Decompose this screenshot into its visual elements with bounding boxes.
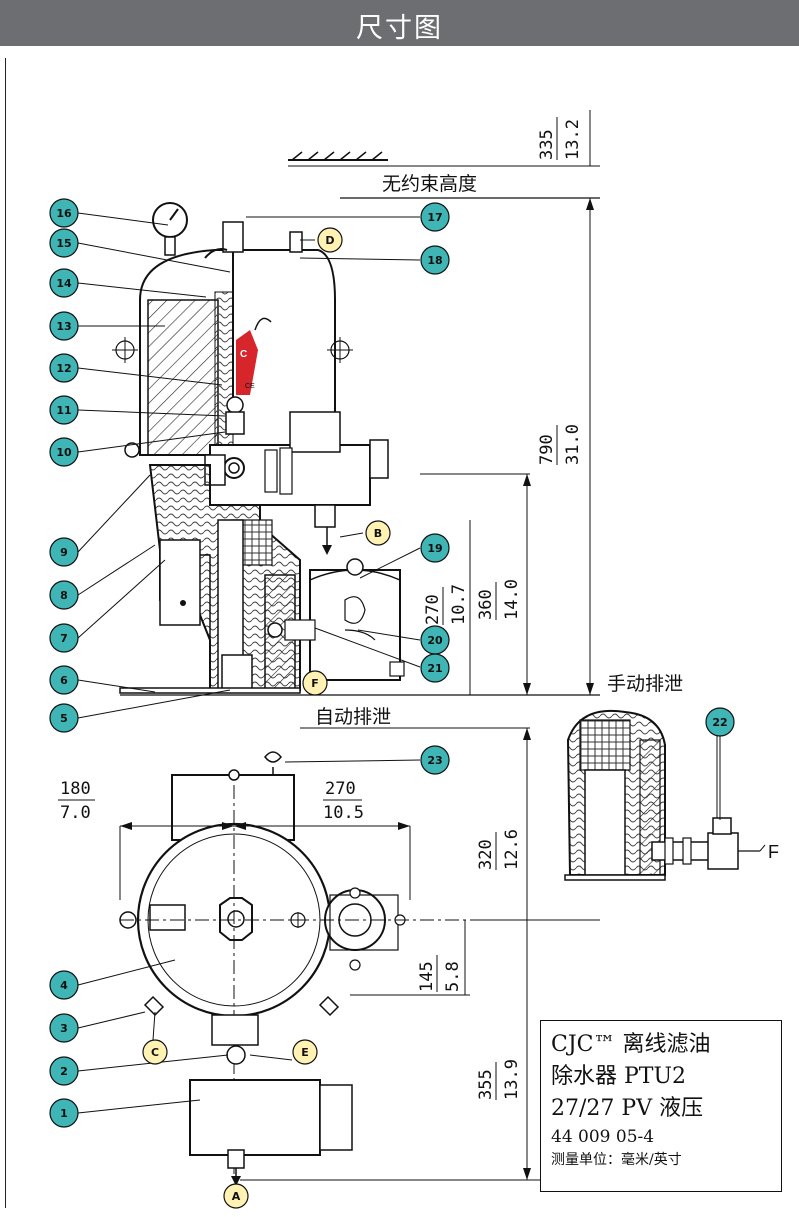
svg-text:E: E [301, 1046, 309, 1059]
port-d: D [317, 227, 343, 253]
port-b: B [365, 520, 391, 546]
callouts: 1 2 3 4 5 6 7 8 9 10 11 12 13 14 15 16 1… [49, 198, 735, 1128]
svg-text:C: C [240, 349, 247, 360]
dim-180: 180 [60, 779, 91, 799]
callout-6: 6 [49, 665, 79, 695]
svg-text:22: 22 [712, 716, 727, 729]
port-f: F [302, 670, 328, 696]
svg-text:8: 8 [60, 589, 68, 602]
unconstrained-height-label: 无约束高度 [382, 173, 477, 195]
callout-9: 9 [49, 537, 79, 567]
dim-10-5: 10.5 [323, 803, 364, 823]
svg-text:F: F [311, 677, 319, 690]
dim-320: 320 [476, 839, 496, 870]
auto-drain-label: 自动排泄 [315, 706, 391, 728]
svg-text:1: 1 [60, 1107, 68, 1120]
callout-4: 4 [49, 970, 79, 1000]
callout-7: 7 [49, 623, 79, 653]
svg-text:6: 6 [60, 674, 68, 687]
svg-text:14: 14 [56, 277, 72, 290]
callout-14: 14 [49, 268, 79, 298]
ceiling-hatch [288, 151, 600, 167]
svg-text:15: 15 [56, 237, 71, 250]
svg-text:19: 19 [427, 542, 442, 555]
callout-5: 5 [49, 703, 79, 733]
callout-18: 18 [420, 245, 450, 275]
page-title: 尺寸图 [356, 13, 443, 44]
dim-355: 355 [476, 1069, 496, 1100]
dim-31-0: 31.0 [563, 424, 583, 465]
svg-text:18: 18 [427, 254, 442, 267]
svg-text:2: 2 [60, 1065, 68, 1078]
port-markers: A B C D E F [142, 227, 391, 1209]
filter-housing-top [119, 751, 470, 1186]
filter-housing-side: C CE [112, 202, 405, 694]
dim-335: 335 [537, 129, 557, 160]
dim-145: 145 [417, 961, 437, 992]
callout-2: 2 [49, 1056, 79, 1086]
dim-270-h: 270 [325, 779, 356, 799]
dim-13-9: 13.9 [502, 1059, 522, 1100]
left-frame-line [5, 58, 6, 1208]
leader-lines [77, 212, 721, 1114]
callout-20: 20 [420, 625, 450, 655]
svg-text:23: 23 [427, 754, 442, 767]
svg-text:20: 20 [427, 634, 443, 647]
svg-text:11: 11 [56, 404, 71, 417]
svg-text:5: 5 [60, 712, 68, 725]
product-info-box: CJC™ 离线滤油 除水器 PTU2 27/27 PV 液压 44 009 05… [540, 1020, 782, 1192]
svg-text:CE: CE [245, 383, 255, 390]
product-name-line1: CJC™ 离线滤油 [551, 1032, 711, 1057]
manual-drain-detail [564, 709, 766, 881]
callout-8: 8 [49, 580, 79, 610]
svg-text:9: 9 [60, 546, 68, 559]
port-e: E [292, 1039, 318, 1065]
svg-text:7: 7 [60, 632, 68, 645]
callout-10: 10 [49, 437, 79, 467]
callout-17: 17 [420, 202, 450, 232]
callout-11: 11 [49, 395, 79, 425]
svg-text:10: 10 [56, 446, 72, 459]
dim-10-7: 10.7 [449, 584, 469, 625]
f-port-label: F [768, 842, 779, 862]
callout-19: 19 [420, 533, 450, 563]
svg-text:4: 4 [60, 979, 68, 992]
dim-12-6: 12.6 [502, 829, 522, 870]
product-name-line3: 27/27 PV 液压 [551, 1096, 704, 1121]
svg-text:B: B [374, 527, 382, 540]
units-note: 测量单位：毫米/英寸 [551, 1152, 682, 1168]
svg-text:16: 16 [56, 207, 72, 220]
dim-270-v: 270 [423, 594, 443, 625]
dim-360: 360 [476, 589, 496, 620]
port-a: A [223, 1183, 249, 1209]
dim-14-0: 14.0 [502, 579, 522, 620]
svg-text:D: D [325, 234, 334, 247]
part-number: 44 009 05-4 [551, 1127, 655, 1147]
port-c: C [142, 1039, 168, 1065]
callout-22: 22 [705, 707, 735, 737]
dim-7-0: 7.0 [60, 803, 91, 823]
svg-text:21: 21 [427, 662, 442, 675]
dim-13-2: 13.2 [563, 119, 583, 160]
manual-drain-label: 手动排泄 [607, 673, 683, 695]
dim-5-8: 5.8 [443, 961, 463, 992]
callout-1: 1 [49, 1098, 79, 1128]
svg-text:A: A [232, 1190, 241, 1203]
svg-text:17: 17 [427, 211, 442, 224]
svg-text:12: 12 [56, 362, 71, 375]
svg-text:C: C [151, 1046, 159, 1059]
title-bar: 尺寸图 [0, 0, 799, 46]
callout-15: 15 [49, 228, 79, 258]
svg-text:3: 3 [60, 1022, 68, 1035]
product-name-line2: 除水器 PTU2 [551, 1064, 687, 1089]
callout-13: 13 [49, 311, 79, 341]
callout-23: 23 [420, 745, 450, 775]
callout-3: 3 [49, 1013, 79, 1043]
dim-790: 790 [537, 434, 557, 465]
callout-16: 16 [49, 198, 79, 228]
svg-text:13: 13 [56, 320, 71, 333]
callout-12: 12 [49, 353, 79, 383]
callout-21: 21 [420, 653, 450, 683]
